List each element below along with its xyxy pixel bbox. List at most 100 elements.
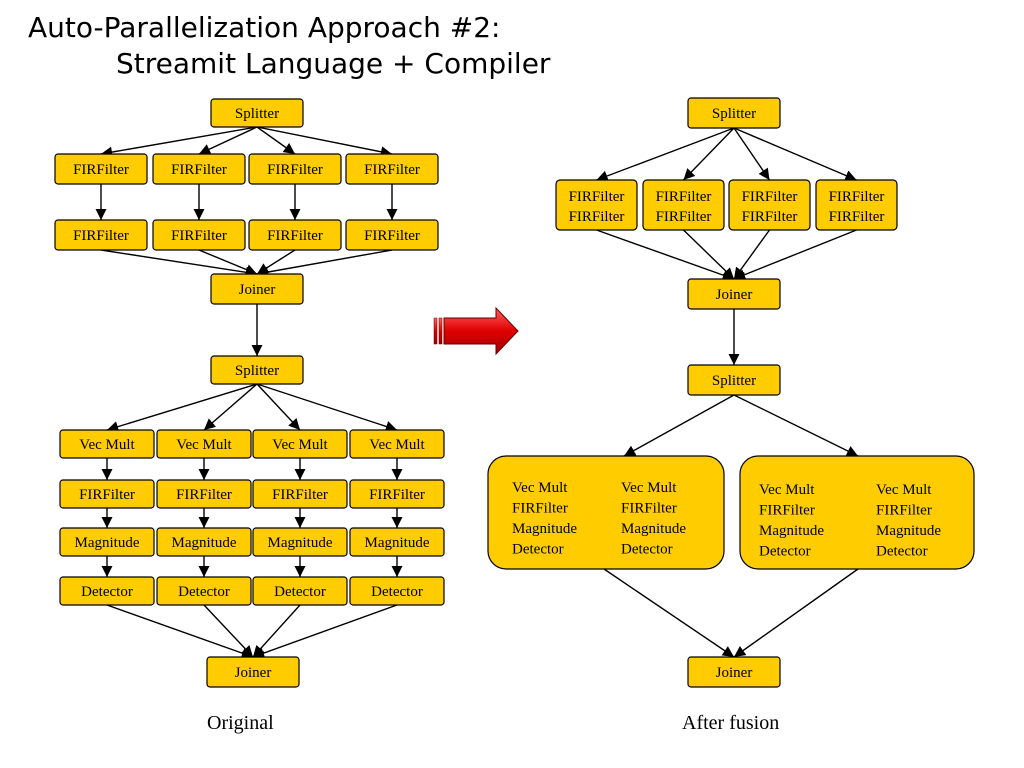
splitter-bottom-label: Splitter xyxy=(235,363,279,379)
fused-pipeline-left-line: Magnitude xyxy=(621,521,686,537)
fir-filter-row3-label: FIRFilter xyxy=(272,487,328,503)
edge-arrow xyxy=(256,126,296,155)
edge-arrow xyxy=(596,229,735,281)
fused-pipeline-left-line: Vec Mult xyxy=(512,480,568,496)
fused-joiner-top: Joiner xyxy=(687,278,781,310)
magnitude-box: Magnitude xyxy=(252,527,348,557)
edge-arrow xyxy=(106,383,258,433)
fused-pipeline-right-line: Detector xyxy=(876,544,928,560)
fused-pipeline-right-line: Detector xyxy=(759,544,811,560)
splitter-bottom: Splitter xyxy=(210,355,304,385)
splitter-top: Splitter xyxy=(210,98,304,128)
fused-pipeline-right-line: Magnitude xyxy=(876,523,941,539)
edge-arrow xyxy=(733,127,771,181)
magnitude-box: Magnitude xyxy=(156,527,252,557)
fir-filter-row3-label: FIRFilter xyxy=(176,487,232,503)
magnitude-box: Magnitude xyxy=(59,527,155,557)
fir-filter-row2: FIRFilter xyxy=(54,219,148,251)
detector-box: Detector xyxy=(252,576,348,606)
edge-arrow xyxy=(623,394,735,457)
vec-mult-box: Vec Mult xyxy=(156,429,252,459)
joiner-bottom-label: Joiner xyxy=(235,665,272,681)
fused-fir-filter-label: FIRFilter xyxy=(656,209,712,225)
magnitude-box-label: Magnitude xyxy=(172,535,237,551)
fused-pipeline-left-line: Detector xyxy=(512,542,564,558)
detector-box-label: Detector xyxy=(178,584,230,600)
detector-box: Detector xyxy=(156,576,252,606)
fir-filter-row3: FIRFilter xyxy=(156,479,252,509)
fused-joiner-bottom: Joiner xyxy=(687,656,781,688)
magnitude-box-label: Magnitude xyxy=(75,535,140,551)
magnitude-box-label: Magnitude xyxy=(365,535,430,551)
detector-box-label: Detector xyxy=(81,584,133,600)
edge-arrow xyxy=(733,394,859,457)
fir-filter-row1: FIRFilter xyxy=(248,153,342,185)
edge-arrow xyxy=(733,229,857,281)
fir-filter-row1-label: FIRFilter xyxy=(73,162,129,178)
fused-splitter-top-label: Splitter xyxy=(712,106,756,122)
edge-arrow xyxy=(683,229,735,280)
edge-arrow xyxy=(603,568,735,658)
vec-mult-box: Vec Mult xyxy=(349,429,445,459)
fir-filter-row2: FIRFilter xyxy=(152,219,246,251)
right-arrow-icon xyxy=(433,306,519,356)
fused-fir-filter-label: FIRFilter xyxy=(656,189,712,205)
edge-arrow xyxy=(100,126,258,158)
slide-title: Auto-Parallelization Approach #2: Stream… xyxy=(28,10,550,82)
fused-pipeline-right-line: Vec Mult xyxy=(876,482,932,498)
fir-filter-row3-label: FIRFilter xyxy=(369,487,425,503)
fused-pipeline-left-line: Detector xyxy=(621,542,673,558)
magnitude-box-label: Magnitude xyxy=(268,535,333,551)
edge-arrow xyxy=(198,249,258,275)
vec-mult-box-label: Vec Mult xyxy=(79,437,135,453)
graph-edges xyxy=(95,126,859,659)
caption-original: Original xyxy=(207,712,274,734)
fused-fir-filter-label: FIRFilter xyxy=(829,209,885,225)
vec-mult-box-label: Vec Mult xyxy=(272,437,328,453)
fused-fir-filter-label: FIRFilter xyxy=(569,209,625,225)
edge-arrow xyxy=(256,249,393,278)
edge-arrow xyxy=(596,127,735,182)
vec-mult-box-label: Vec Mult xyxy=(369,437,425,453)
fused-pipeline-right-line: Vec Mult xyxy=(759,482,815,498)
edge-arrow xyxy=(733,127,857,181)
fir-filter-row3: FIRFilter xyxy=(59,479,155,509)
fused-pipeline-right-line: FIRFilter xyxy=(759,503,815,519)
fir-filter-row1: FIRFilter xyxy=(152,153,246,185)
fir-filter-row2-label: FIRFilter xyxy=(73,228,129,244)
fused-fir-filter-label: FIRFilter xyxy=(742,189,798,205)
fused-fir-filter-label: FIRFilter xyxy=(569,189,625,205)
fir-filter-row2: FIRFilter xyxy=(345,219,439,251)
edge-arrow xyxy=(100,249,258,278)
edge-arrow xyxy=(106,604,254,659)
edge-arrow xyxy=(682,127,735,181)
fir-filter-row3-label: FIRFilter xyxy=(79,487,135,503)
vec-mult-box: Vec Mult xyxy=(252,429,348,459)
edge-arrow xyxy=(252,604,398,659)
fused-pipeline-right-line: FIRFilter xyxy=(876,503,932,519)
vec-mult-box: Vec Mult xyxy=(59,429,155,459)
fir-filter-row2: FIRFilter xyxy=(248,219,342,251)
detector-box: Detector xyxy=(349,576,445,606)
joiner-bottom: Joiner xyxy=(206,656,300,688)
splitter-top-label: Splitter xyxy=(235,106,279,122)
fused-fir-filter-label: FIRFilter xyxy=(829,189,885,205)
fused-pipeline-left-line: Magnitude xyxy=(512,521,577,537)
detector-box-label: Detector xyxy=(274,584,326,600)
fused-splitter-top: Splitter xyxy=(687,97,781,129)
edge-arrow xyxy=(203,604,254,658)
fused-pipeline-right-line: Magnitude xyxy=(759,523,824,539)
fir-filter-row1-label: FIRFilter xyxy=(267,162,323,178)
fused-splitter-bottom: Splitter xyxy=(687,364,781,396)
vec-mult-box-label: Vec Mult xyxy=(176,437,232,453)
edge-arrow xyxy=(733,568,859,658)
fir-filter-row1: FIRFilter xyxy=(345,153,439,185)
fused-fir-filter-label: FIRFilter xyxy=(742,209,798,225)
fir-filter-row3: FIRFilter xyxy=(252,479,348,509)
magnitude-box: Magnitude xyxy=(349,527,445,557)
